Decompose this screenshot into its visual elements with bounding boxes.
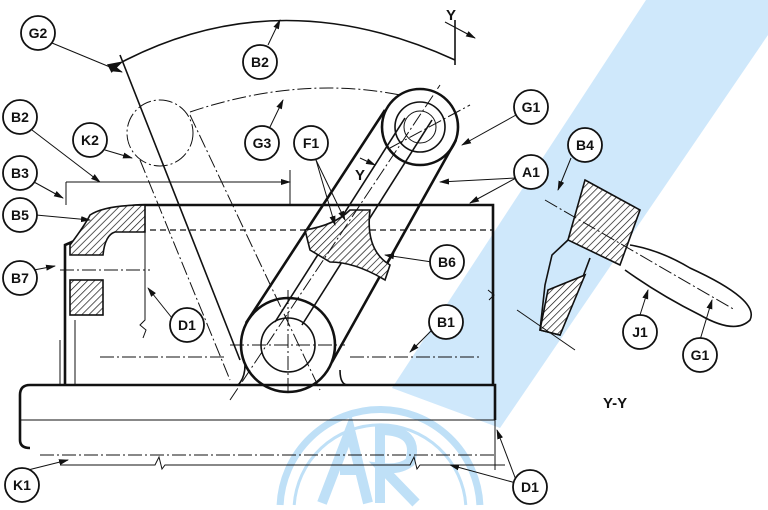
label-text: B2 <box>251 54 269 70</box>
label-b7: B7 <box>2 260 38 296</box>
label-text: B4 <box>576 137 594 153</box>
label-text: B2 <box>11 109 29 125</box>
label-b5: B5 <box>2 197 38 233</box>
label-text: B1 <box>437 314 455 330</box>
label-b2-left: B2 <box>2 99 38 135</box>
label-text: J1 <box>632 324 648 340</box>
label-k1: K1 <box>4 467 40 503</box>
label-text: B5 <box>11 207 29 223</box>
label-g3: G3 <box>244 125 280 161</box>
label-f1: F1 <box>293 125 329 161</box>
watermark-logo <box>276 406 484 507</box>
label-j1: J1 <box>622 314 658 350</box>
base-body <box>18 170 505 471</box>
label-d1-bottom: D1 <box>512 469 548 505</box>
swing-arm <box>229 84 471 401</box>
label-text: D1 <box>521 479 539 495</box>
label-a1: A1 <box>513 154 549 190</box>
label-b2-top: B2 <box>242 44 278 80</box>
label-text: G1 <box>691 347 710 363</box>
section-mark-top: Y <box>446 7 456 24</box>
label-text: D1 <box>178 317 196 333</box>
label-text: K1 <box>13 477 31 493</box>
label-g1-top: G1 <box>513 89 549 125</box>
label-k2: K2 <box>72 122 108 158</box>
section-mark-middle: Y <box>355 167 365 184</box>
leader-lines <box>27 19 713 484</box>
handle-section <box>516 178 752 351</box>
label-d1-mid: D1 <box>169 307 205 343</box>
label-g2: G2 <box>20 15 56 51</box>
ghost-position <box>107 19 456 391</box>
label-text: G2 <box>29 25 48 41</box>
label-text: F1 <box>303 135 320 151</box>
label-text: B6 <box>438 254 456 270</box>
label-text: B7 <box>11 270 29 286</box>
label-g1-right: G1 <box>682 337 718 373</box>
label-text: G3 <box>253 135 272 151</box>
label-text: B3 <box>11 165 29 181</box>
label-b4: B4 <box>567 127 603 163</box>
label-text: G1 <box>522 99 541 115</box>
label-b3: B3 <box>2 155 38 191</box>
label-b6: B6 <box>429 244 465 280</box>
section-view-title: Y-Y <box>603 395 627 412</box>
label-b1: B1 <box>428 304 464 340</box>
label-text: K2 <box>81 132 99 148</box>
label-text: A1 <box>522 164 540 180</box>
